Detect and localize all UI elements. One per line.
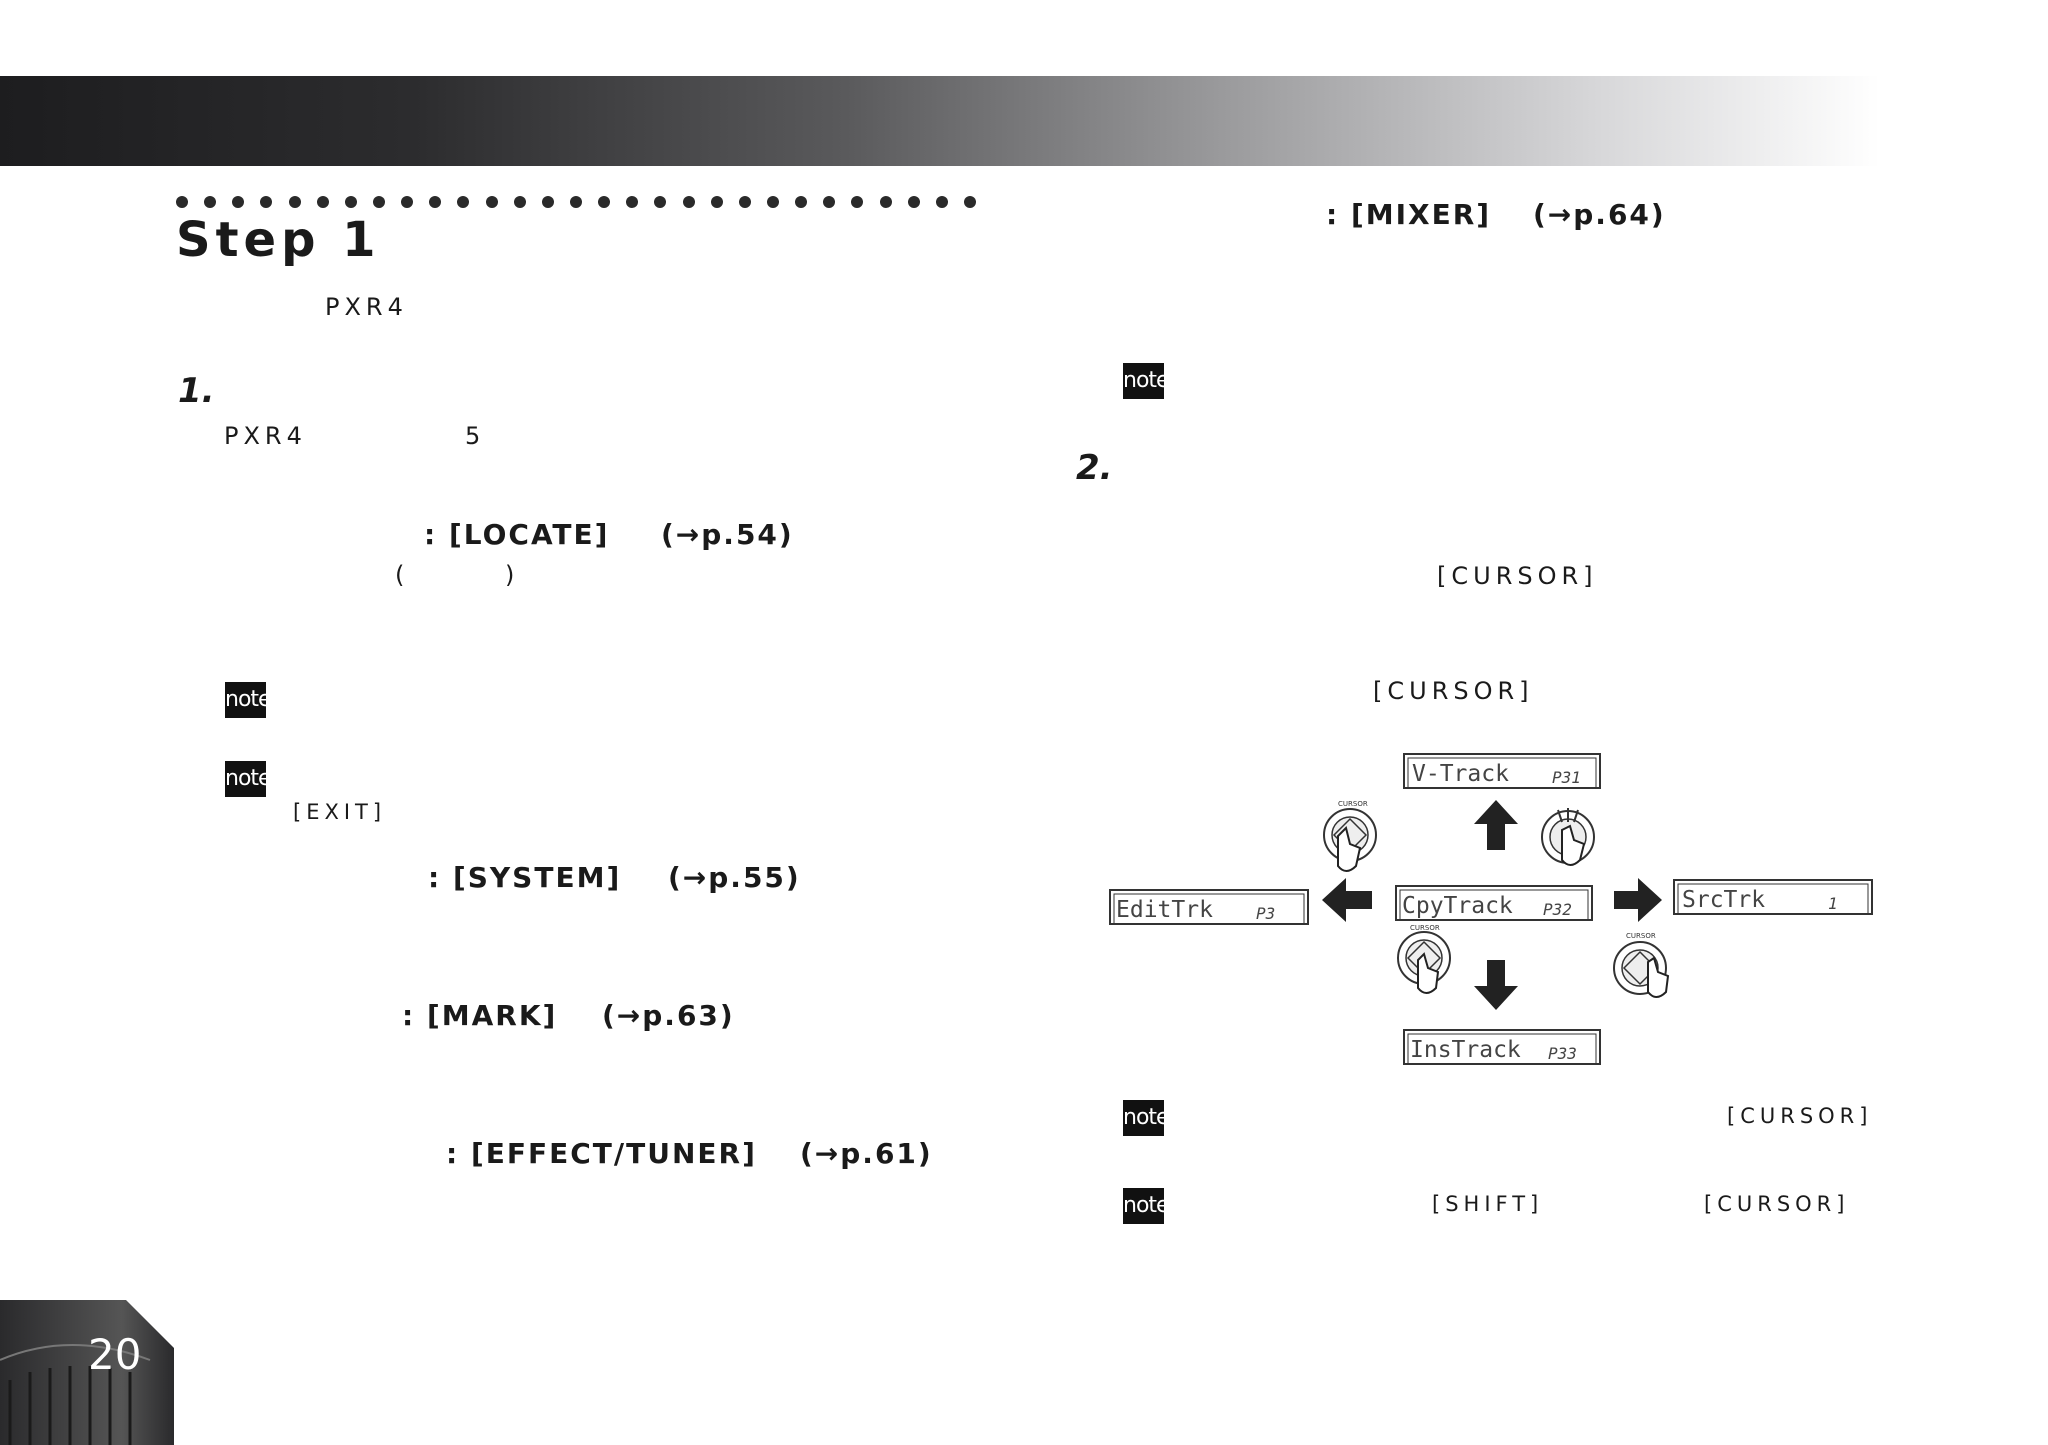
paren-close: ) [505, 561, 520, 589]
cursor-key-label: [CURSOR] [1704, 1192, 1850, 1216]
cursor-key-label: [CURSOR] [1727, 1104, 1873, 1128]
svg-text:CURSOR: CURSOR [1410, 924, 1440, 932]
svg-text:CpyTrack: CpyTrack [1402, 893, 1513, 919]
locate-reference: : [LOCATE] [424, 518, 610, 551]
system-reference: : [SYSTEM] [428, 861, 622, 894]
note-icon: note [1123, 363, 1170, 399]
cursor-dial-icon: CURSOR [1323, 800, 1377, 872]
svg-text:P3: P3 [1256, 904, 1275, 923]
mixer-reference: : [MIXER] [1326, 198, 1492, 231]
svg-text:V-Track: V-Track [1412, 761, 1509, 787]
svg-text:P33: P33 [1548, 1044, 1577, 1063]
svg-text:P31: P31 [1552, 768, 1581, 787]
svg-text:InsTrack: InsTrack [1410, 1037, 1521, 1063]
step-1-text-a: PXR4 [224, 422, 307, 450]
cpy-track-display: CpyTrack P32 [1395, 885, 1593, 921]
svg-text:P32: P32 [1543, 900, 1572, 919]
note-icon: note [1123, 1100, 1170, 1136]
step-1-text-b: 5 [465, 422, 486, 450]
arrow-up-icon [1474, 800, 1518, 850]
svg-text:EditTrk: EditTrk [1116, 897, 1213, 923]
cursor-dial-icon: CURSOR [1397, 924, 1451, 994]
mark-page-link[interactable]: (→p.63) [602, 999, 735, 1032]
page-number-tab [0, 1300, 174, 1445]
cursor-key-label: [CURSOR] [1373, 677, 1534, 705]
mixer-page-link[interactable]: (→p.64) [1533, 198, 1666, 231]
note-icon: note [1123, 1188, 1170, 1224]
intro-text: PXR4 [325, 293, 408, 321]
page-number: 20 [88, 1330, 142, 1379]
track-menu-diagram: V-Track P31 EditTrk P3 CpyTrack P32 SrcT… [1109, 753, 1873, 1065]
edit-trk-display: EditTrk P3 [1109, 889, 1309, 925]
cursor-dial-icon: CURSOR [1613, 932, 1670, 998]
cursor-key-label: [CURSOR] [1437, 562, 1598, 590]
note-icon: note [225, 682, 272, 718]
system-page-link[interactable]: (→p.55) [668, 861, 801, 894]
mark-reference: : [MARK] [402, 999, 558, 1032]
svg-text:CURSOR: CURSOR [1338, 800, 1368, 808]
effect-tuner-page-link[interactable]: (→p.61) [800, 1137, 933, 1170]
svg-text:SrcTrk: SrcTrk [1682, 887, 1765, 913]
dotted-rule [176, 196, 976, 210]
svg-text:CURSOR: CURSOR [1626, 932, 1656, 940]
shift-key-label: [SHIFT] [1432, 1192, 1544, 1216]
arrow-left-icon [1322, 878, 1372, 922]
paren-open: ( [395, 561, 410, 589]
src-trk-display: SrcTrk 1 [1673, 879, 1873, 915]
note-icon: note [225, 761, 272, 797]
step-title: Step 1 [176, 212, 381, 268]
exit-key-label: [EXIT] [293, 800, 387, 824]
arrow-right-icon [1614, 878, 1662, 922]
svg-text:1: 1 [1828, 894, 1838, 913]
v-track-display: V-Track P31 [1403, 753, 1601, 789]
cursor-dial-icon [1541, 808, 1595, 866]
step-2-number: 2. [1076, 448, 1113, 488]
effect-tuner-reference: : [EFFECT/TUNER] [446, 1137, 757, 1170]
ins-track-display: InsTrack P33 [1403, 1029, 1601, 1065]
header-banner [0, 76, 1880, 166]
arrow-down-icon [1474, 960, 1518, 1010]
step-1-number: 1. [178, 371, 215, 411]
locate-page-link[interactable]: (→p.54) [661, 518, 794, 551]
